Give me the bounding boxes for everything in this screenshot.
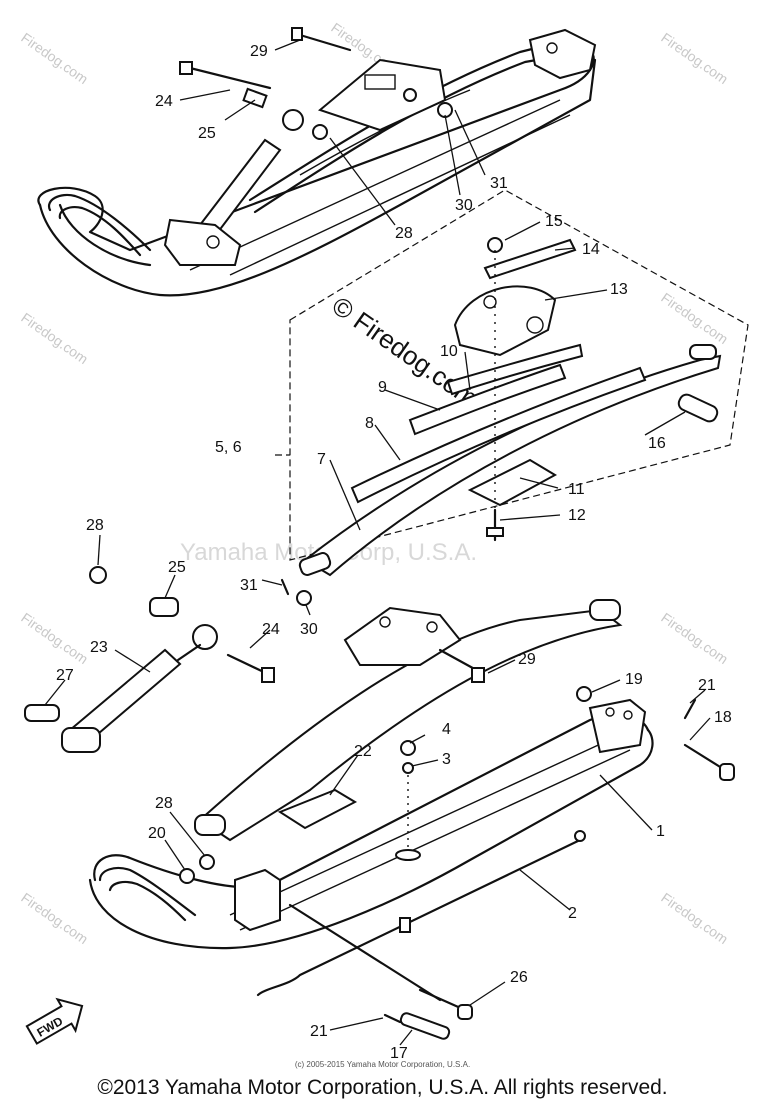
watermark-firedog: Firedog.com [658, 609, 731, 667]
part-label-18: 18 [714, 709, 732, 726]
watermark-firedog: Firedog.com [18, 309, 91, 367]
part-label-1: 1 [656, 823, 665, 840]
watermark-firedog: Firedog.com [658, 29, 731, 87]
copyright-small: (c) 2005-2015 Yamaha Motor Corporation, … [294, 1060, 471, 1069]
part-label-25: 25 [168, 559, 186, 576]
part-label-23: 23 [90, 639, 108, 656]
part-label-31: 31 [240, 577, 258, 594]
part-label-29: 29 [518, 651, 536, 668]
watermark-firedog: Firedog.com [658, 889, 731, 947]
part-label-17: 17 [390, 1045, 408, 1060]
part-label-30: 30 [455, 197, 473, 214]
part-label-21: 21 [310, 1023, 328, 1040]
watermark-firedog: Firedog.com [18, 609, 91, 667]
part-label-5-6: 5, 6 [215, 439, 242, 456]
part-label-14: 14 [582, 241, 600, 258]
part-label-25: 25 [198, 125, 216, 142]
leader-lines [44, 39, 711, 1046]
part-label-27: 27 [56, 667, 74, 684]
ski-assembly-diagram: Firedog.com Firedog.com Firedog.com Fire… [18, 19, 749, 1060]
part-label-7: 7 [317, 451, 326, 468]
part-label-26: 26 [510, 969, 528, 986]
part-label-28: 28 [395, 225, 413, 242]
part-number-labels: 29 24 25 28 30 31 15 14 13 10 9 8 5, 6 1… [56, 43, 732, 1060]
part-label-13: 13 [610, 281, 628, 298]
part-label-12: 12 [568, 507, 586, 524]
part-label-20: 20 [148, 825, 166, 842]
part-label-31: 31 [490, 175, 508, 192]
forward-arrow-icon: FWD [25, 997, 84, 1045]
part-label-8: 8 [365, 415, 374, 432]
part-label-2: 2 [568, 905, 577, 922]
bottom-ski-exploded [24, 566, 735, 1040]
part-label-16: 16 [648, 435, 666, 452]
watermark-firedog: Firedog.com [18, 29, 91, 87]
part-label-4: 4 [442, 721, 451, 738]
part-label-3: 3 [442, 751, 451, 768]
part-label-11: 11 [568, 481, 585, 498]
part-label-19: 19 [625, 671, 643, 688]
part-label-9: 9 [378, 379, 387, 396]
leaf-spring-exploded [275, 189, 749, 577]
watermark-firedog-center: © Firedog.com [327, 290, 484, 413]
part-label-22: 22 [354, 743, 372, 760]
part-label-29: 29 [250, 43, 268, 60]
part-label-28: 28 [155, 795, 173, 812]
part-label-24: 24 [155, 93, 173, 110]
part-label-21: 21 [698, 677, 716, 694]
copyright-footer: ©2013 Yamaha Motor Corporation, U.S.A. A… [97, 1076, 668, 1099]
watermark-firedog: Firedog.com [18, 889, 91, 947]
part-label-30: 30 [300, 621, 318, 638]
part-label-24: 24 [262, 621, 280, 638]
part-label-28: 28 [86, 517, 104, 534]
watermark-firedog: Firedog.com [658, 289, 731, 347]
top-ski-assembly [37, 27, 597, 297]
part-label-15: 15 [545, 213, 563, 230]
part-label-10: 10 [440, 343, 458, 360]
